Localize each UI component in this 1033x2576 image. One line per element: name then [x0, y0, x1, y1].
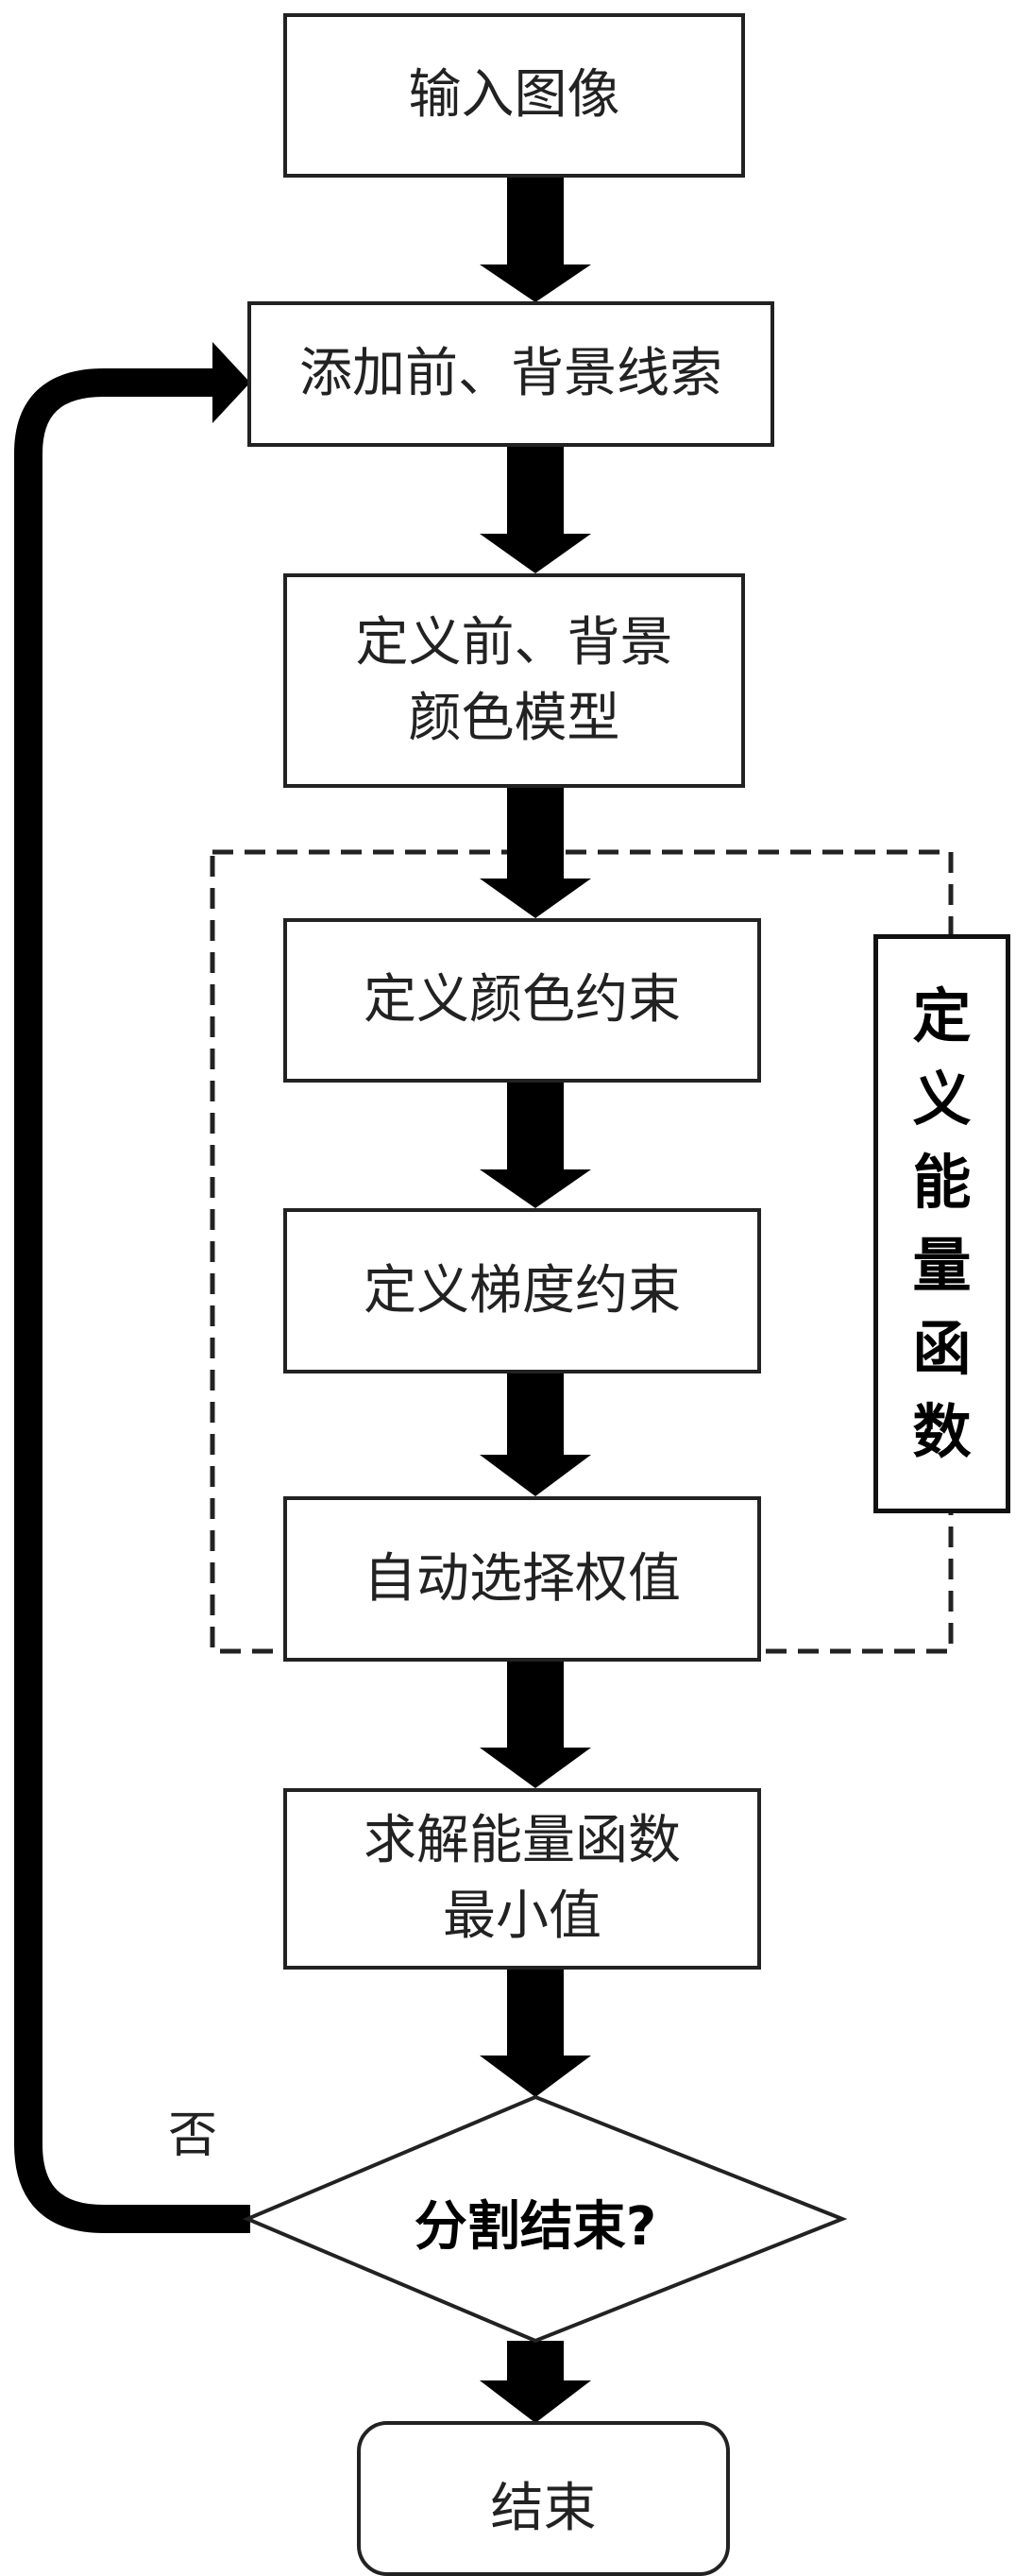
loop-back-arrowhead	[212, 342, 250, 423]
node-define-color-model-line1: 定义前、背景	[355, 611, 673, 674]
arrow-gradient-to-weight	[480, 1373, 591, 1496]
decision-label: 分割结束?	[414, 2196, 657, 2258]
arrow-color-to-gradient	[480, 1083, 591, 1208]
decision-diamond	[242, 2094, 848, 2344]
arrow-model-to-color	[480, 788, 591, 918]
node-color-constraint: 定义颜色约束	[283, 918, 761, 1083]
edge-label-no: 否	[168, 2107, 218, 2164]
arrow-clues-to-model	[480, 447, 591, 573]
group-label-char: 量	[912, 1230, 972, 1300]
group-label-char: 能	[912, 1147, 972, 1217]
group-label-char: 义	[912, 1064, 972, 1134]
node-auto-weight-label: 自动选择权值	[364, 1547, 681, 1610]
arrow-weight-to-solve	[480, 1662, 591, 1788]
node-solve-energy-min-line1: 求解能量函数	[364, 1810, 681, 1871]
node-define-color-model: 定义前、背景 颜色模型	[283, 573, 745, 788]
group-label-char: 数	[912, 1396, 972, 1466]
node-define-color-model-line2: 颜色模型	[408, 687, 620, 749]
node-color-constraint-label: 定义颜色约束	[364, 969, 681, 1031]
node-input-image-label: 输入图像	[408, 64, 620, 126]
down-arrows	[480, 178, 591, 2423]
arrow-input-to-clues	[480, 178, 591, 302]
node-add-clues: 添加前、背景线索	[247, 301, 774, 447]
arrow-solve-to-decision	[480, 1970, 591, 2097]
node-end-label: 结束	[490, 2478, 597, 2539]
node-gradient-constraint: 定义梯度约束	[283, 1208, 761, 1373]
node-input-image: 输入图像	[283, 13, 745, 178]
node-auto-weight: 自动选择权值	[283, 1496, 761, 1662]
node-solve-energy-min: 求解能量函数 最小值	[283, 1788, 761, 1970]
node-gradient-constraint-label: 定义梯度约束	[364, 1259, 681, 1322]
end-terminal-shape	[357, 2421, 730, 2576]
group-label-char: 函	[912, 1313, 972, 1383]
node-add-clues-label: 添加前、背景线索	[299, 343, 722, 404]
energy-function-group-label: 定 义 能 量 函 数	[873, 934, 1010, 1513]
loop-back-line	[13, 368, 250, 2233]
group-label-char: 定	[912, 981, 972, 1050]
node-solve-energy-min-line2: 最小值	[443, 1885, 601, 1947]
arrow-decision-to-end	[480, 2341, 591, 2423]
